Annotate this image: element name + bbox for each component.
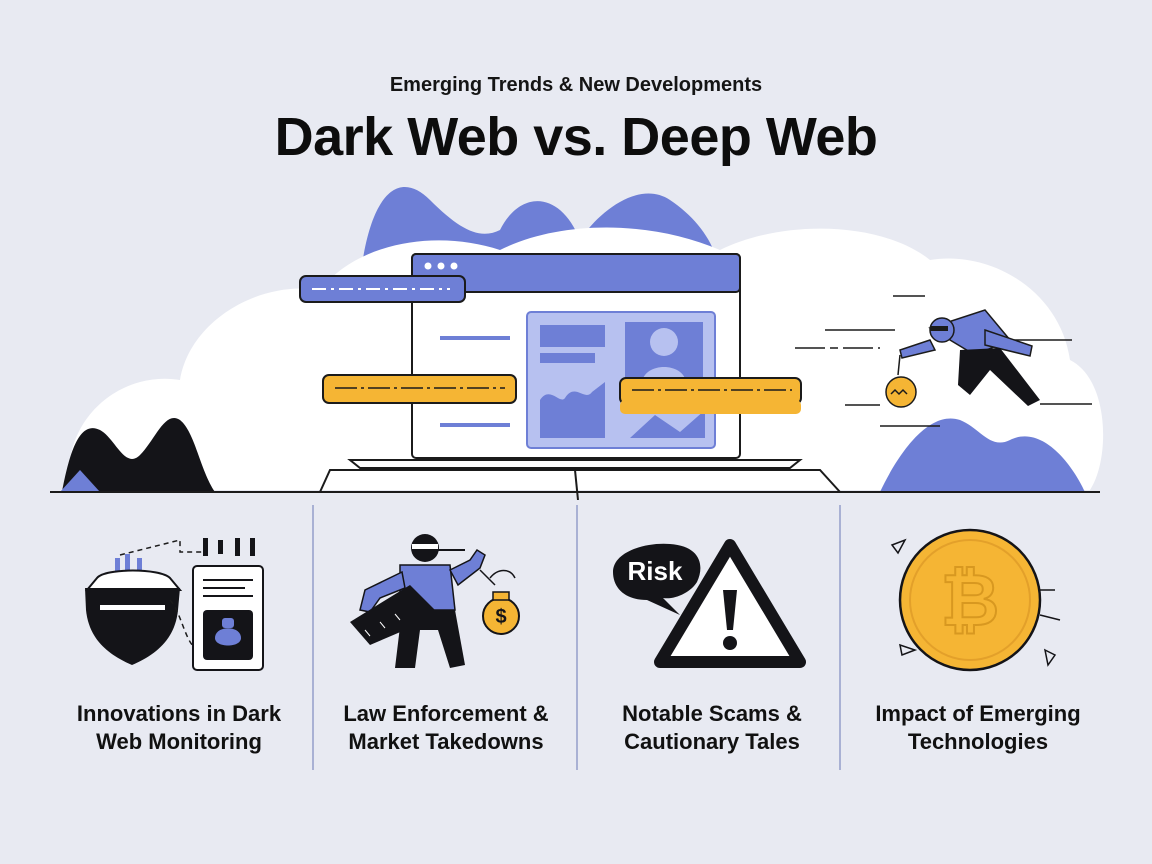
page-subtitle: Emerging Trends & New Developments [389, 74, 763, 96]
page-title: Dark Web vs. Deep Web [274, 107, 878, 167]
warning-triangle-icon: Risk [613, 539, 806, 668]
svg-text:₿: ₿ [941, 558, 1000, 642]
panel-caption-law-enforcement: Law Enforcement & Market Takedowns [343, 701, 549, 754]
floating-bar-blue [299, 275, 466, 303]
panel-divider-3 [839, 505, 841, 770]
browser-titlebar [411, 253, 741, 293]
hero-mountain-blue-right [880, 418, 1085, 492]
profile-card-chart [540, 382, 605, 438]
risk-label: Risk [628, 556, 683, 586]
floating-bar-yellow-left [322, 374, 517, 404]
panel-caption-emerging-tech: Impact of Emerging Technologies [875, 701, 1081, 754]
panel-divider-2 [576, 505, 578, 770]
panel-divider-1 [312, 505, 314, 770]
ninja-thief-icon: $ [350, 534, 520, 668]
panel-caption-monitoring: Innovations in Dark Web Monitoring [76, 701, 282, 754]
hero-illustration [50, 186, 1104, 500]
shield-monitoring-icon [84, 538, 264, 671]
panel-caption-scams: Notable Scams & Cautionary Tales [622, 701, 802, 754]
hero-mountain-blue-left [60, 470, 100, 492]
svg-text:$: $ [495, 606, 506, 628]
hero-mountain-dark [62, 418, 215, 492]
bitcoin-coin-icon: ₿ [890, 528, 1061, 672]
hacker-figure [899, 309, 1040, 406]
risk-speech-bubble [613, 543, 701, 615]
